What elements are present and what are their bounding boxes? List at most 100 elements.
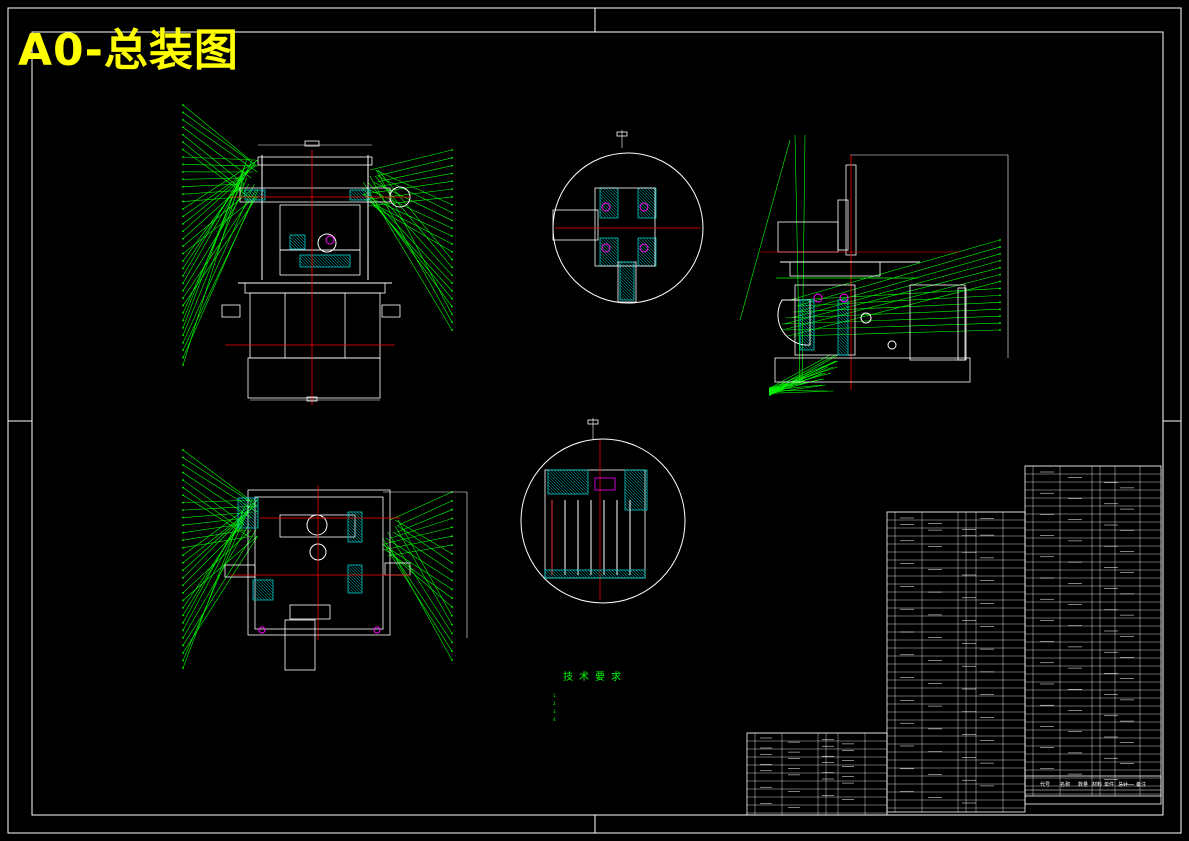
leader-line-bottom <box>769 360 836 395</box>
hatch-line <box>799 313 815 329</box>
leader-line-left <box>182 464 258 513</box>
hatch-line <box>837 336 849 348</box>
leader-line-bottom <box>769 366 828 395</box>
hatch-line <box>347 568 363 584</box>
hatch-line <box>586 469 589 472</box>
leader-line-left <box>182 104 251 161</box>
hatch-line <box>237 509 257 529</box>
leader-line-left <box>182 529 257 646</box>
hatch-line <box>837 333 849 345</box>
hatch-line <box>624 479 648 503</box>
hatch-line <box>799 343 807 351</box>
tech-note: 4. <box>553 717 557 722</box>
tech-requirements-title: 技术要求 <box>563 672 627 683</box>
hatch-line <box>842 299 849 306</box>
leader-end <box>451 321 453 324</box>
hatch-line <box>326 254 340 268</box>
leader-line-right <box>390 549 453 661</box>
leader-end <box>451 266 453 269</box>
hatch-lower-left <box>252 579 274 601</box>
hatch-line <box>347 529 361 543</box>
hatch-line <box>629 569 639 579</box>
leader-end <box>451 274 453 277</box>
leader-end <box>182 531 184 534</box>
hatch-line <box>624 494 641 511</box>
hatch-line <box>602 187 619 204</box>
hatch-line <box>652 187 657 192</box>
leader-end <box>451 641 453 644</box>
leader-end <box>999 280 1001 283</box>
leader-end <box>182 267 184 270</box>
hatch-line <box>837 339 849 351</box>
hatch-line <box>299 254 313 268</box>
leader-end <box>182 178 184 181</box>
hatch-line <box>638 469 648 479</box>
hatch-line <box>547 487 555 495</box>
hatch-line <box>624 491 644 511</box>
vertical-rod <box>837 199 849 251</box>
leader-end <box>182 148 184 151</box>
cam-plate <box>777 299 811 346</box>
hatch-line <box>624 497 638 511</box>
leader-end <box>182 334 184 337</box>
leader-end <box>182 659 184 662</box>
hatch-line <box>265 579 274 588</box>
hatch-line <box>837 342 849 354</box>
hatch-line <box>547 475 567 495</box>
output-shaft <box>284 619 316 671</box>
hatch-base <box>544 569 646 579</box>
hatch-outline <box>244 189 266 201</box>
hatch-line <box>347 532 358 543</box>
hatch-line <box>626 569 636 579</box>
hatch-line <box>352 564 363 575</box>
leader-end <box>182 356 184 359</box>
hatch-line <box>349 196 354 201</box>
hatch-line <box>637 214 642 219</box>
hatch-line <box>347 577 363 593</box>
hatch-line <box>645 237 657 249</box>
leader-line-right <box>362 181 453 331</box>
hatch-line <box>289 236 303 250</box>
leader-line-bottom <box>769 372 826 393</box>
leader-line-right <box>383 527 453 545</box>
leader-line-left <box>182 177 243 232</box>
leader-line-left <box>182 511 244 624</box>
leader-line-right <box>377 169 453 260</box>
leader-end <box>182 509 184 512</box>
hatch-line <box>237 500 259 522</box>
leader-end <box>182 319 184 322</box>
hatch-line <box>637 250 654 267</box>
hatch-line <box>581 569 591 579</box>
leader-line-bottom <box>769 366 838 390</box>
hatch-line <box>599 244 619 264</box>
bom-header-label: 数量 <box>1078 781 1088 788</box>
hatch-line <box>551 569 561 579</box>
bom-block-middle <box>886 511 1026 813</box>
leader-end <box>451 526 453 529</box>
hatch-line <box>350 511 363 524</box>
leader-end <box>999 322 1001 324</box>
detail-label <box>616 131 628 137</box>
hatch-line <box>547 490 552 495</box>
hatch-line <box>320 254 334 268</box>
leader-line-left <box>182 511 248 571</box>
leader-line-right <box>382 535 453 551</box>
hatch-top-right <box>624 469 648 511</box>
hatch-line <box>249 497 259 507</box>
hatch-line <box>643 187 657 201</box>
hatch-left-bearing <box>244 189 266 201</box>
hatch-line <box>259 579 274 594</box>
hatch-line <box>335 254 349 268</box>
leader-end <box>182 599 184 602</box>
leader-end <box>769 394 771 396</box>
leader-end <box>451 517 453 520</box>
hatch-line <box>626 261 635 270</box>
hatch-line <box>568 469 589 490</box>
hatch-line <box>837 321 849 333</box>
leader-line-left <box>182 177 246 180</box>
leader-end <box>182 304 184 307</box>
hatch-line <box>590 569 600 579</box>
hatch-line <box>255 497 259 501</box>
leader-end <box>999 266 1001 269</box>
leader-end <box>182 576 184 579</box>
